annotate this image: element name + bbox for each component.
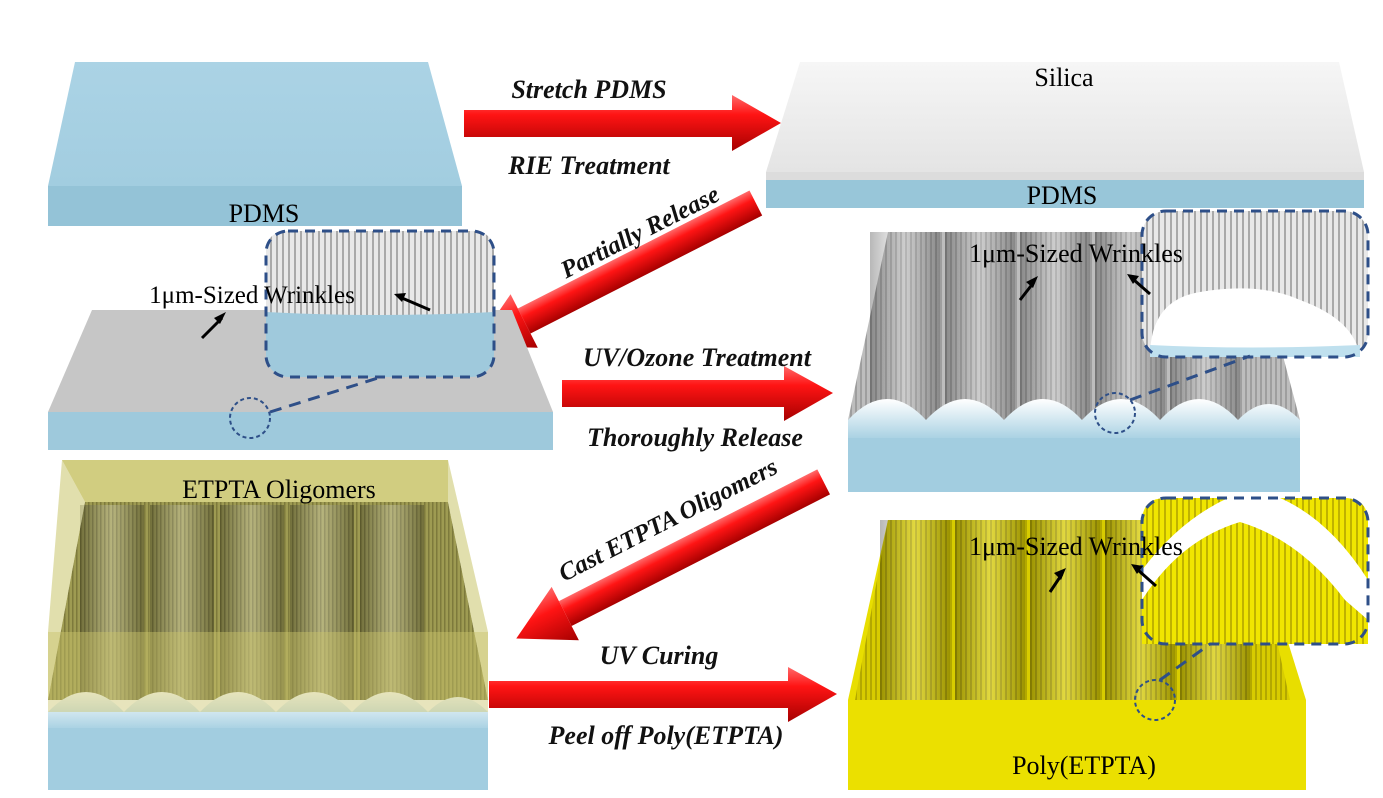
inset-source-circle-small: [229, 397, 271, 439]
step5-bottom-label: Peel off Poly(ETPTA): [548, 721, 784, 750]
wrinkle-label-poly: 1μm-Sized Wrinkles: [969, 532, 1183, 561]
silica-pdms-slab: Silica PDMS: [766, 62, 1364, 210]
pdms-label: PDMS: [229, 199, 300, 228]
wrinkle-label-large: 1μm-Sized Wrinkles: [969, 239, 1183, 268]
step1-top-label: Stretch PDMS: [511, 75, 666, 104]
step5-arrow: UV Curing Peel off Poly(ETPTA): [489, 641, 837, 750]
poly-etpta-label: Poly(ETPTA): [1012, 751, 1156, 780]
step1-bottom-label: RIE Treatment: [507, 151, 670, 180]
etpta-oligomers-label: ETPTA Oligomers: [182, 475, 376, 504]
wrinkled-slab-small: 1μm-Sized Wrinkles: [48, 229, 553, 450]
step3-arrow: UV/Ozone Treatment Thoroughly Release: [562, 343, 833, 452]
silica-label: Silica: [1034, 63, 1094, 92]
pdms-base-label: PDMS: [1027, 181, 1098, 210]
wrinkle-label-small: 1μm-Sized Wrinkles: [149, 282, 355, 309]
step3-bottom-label: Thoroughly Release: [587, 423, 803, 452]
poly-etpta-block: 1μm-Sized Wrinkles Poly(ETPTA): [848, 496, 1370, 790]
step5-top-label: UV Curing: [600, 641, 719, 670]
step3-top-label: UV/Ozone Treatment: [583, 343, 812, 372]
step1-arrow: Stretch PDMS RIE Treatment: [464, 75, 781, 180]
inset-magnified-small: [264, 229, 496, 379]
etpta-oligomer-block: ETPTA Oligomers: [48, 460, 488, 790]
step4-arrow: [516, 469, 831, 641]
inset-magnified-large: [1140, 209, 1370, 359]
wrinkled-slab-large: 1μm-Sized Wrinkles: [848, 209, 1370, 492]
inset-source-circle-large: [1094, 392, 1136, 434]
inset-magnified-poly: [1140, 496, 1370, 646]
pdms-flat-slab: PDMS: [48, 62, 462, 228]
inset-source-circle-poly: [1134, 679, 1176, 721]
